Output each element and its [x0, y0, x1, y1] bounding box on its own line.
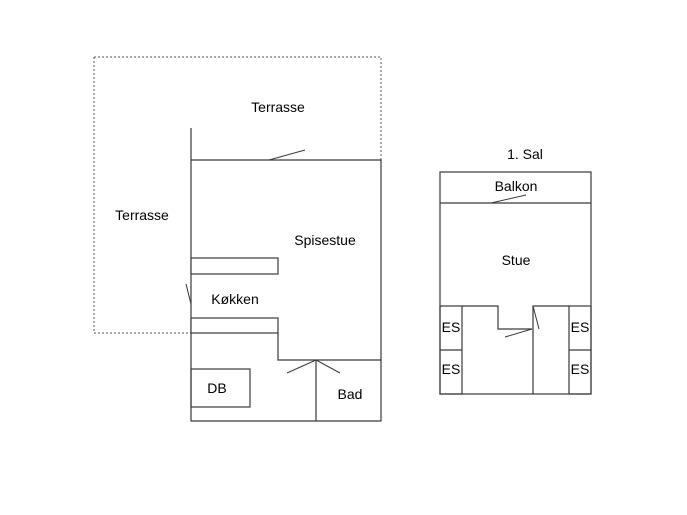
room-label-kitchen: Køkken: [211, 291, 258, 307]
room-label-es: ES: [571, 361, 590, 377]
kitchen-counter-upper: [190, 257, 279, 275]
terrace-boundary: [93, 56, 382, 334]
room-label-terrace-top: Terrasse: [251, 99, 305, 115]
room-label-es: ES: [442, 361, 461, 377]
first-floor-exterior: [439, 171, 592, 395]
balcony-door: [490, 194, 527, 204]
floor-title: 1. Sal: [507, 146, 543, 162]
hall-door: [286, 359, 317, 374]
first-floor-plan: 1. Sal Balkon Stue ES ES ES ES: [439, 146, 592, 395]
partition-wall-bath: [277, 333, 381, 361]
room-label-db: DB: [207, 380, 226, 396]
room-label-balcony: Balkon: [495, 178, 538, 194]
kitchen-counter-lower: [190, 317, 279, 334]
room-door-right: [532, 305, 540, 330]
partition-right: [532, 305, 569, 394]
db-cabinet: [190, 368, 251, 408]
room-label-es: ES: [442, 319, 461, 335]
bathroom-door: [315, 359, 341, 374]
kitchen-terrace-door: [185, 283, 192, 305]
room-label-living-room: Stue: [502, 252, 531, 268]
terrace-door: [268, 149, 306, 161]
room-label-dining-room: Spisestue: [294, 232, 356, 248]
partition-left: [462, 305, 532, 330]
room-label-es: ES: [571, 319, 590, 335]
room-door-left: [504, 328, 533, 338]
ground-floor-plan: Terrasse Terrasse Spisestue Køkken DB Ba…: [93, 56, 382, 422]
room-label-bathroom: Bad: [338, 386, 363, 402]
room-label-terrace-left: Terrasse: [115, 207, 169, 223]
